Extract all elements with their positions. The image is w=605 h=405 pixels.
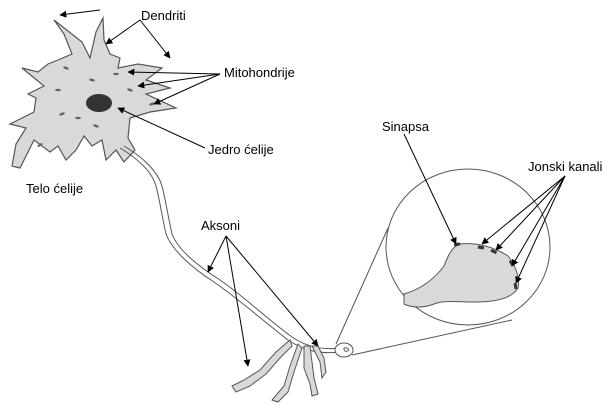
label-cell-body: Telo ćelije: [26, 181, 84, 196]
nucleus-shape: [86, 94, 112, 112]
label-mitochondria: Mitohondrije: [224, 65, 295, 80]
axon-terminals: [231, 339, 327, 403]
label-axons: Aksoni: [201, 218, 241, 233]
zoom-line-top: [335, 227, 389, 345]
zoom-line-bottom: [351, 319, 513, 356]
leader-arrows: [59, 9, 566, 367]
label-dendrites: Dendriti: [141, 8, 186, 23]
label-synapse: Sinapsa: [382, 119, 429, 134]
synapse-enlarged-shape: [403, 243, 519, 308]
axon-shape: [119, 145, 341, 354]
label-ion-channels: Jonski kanali: [528, 159, 603, 174]
mitochondria-group: [37, 66, 155, 147]
label-nucleus: Jedro ćelije: [208, 142, 274, 157]
cell-body-shape: [8, 15, 179, 169]
